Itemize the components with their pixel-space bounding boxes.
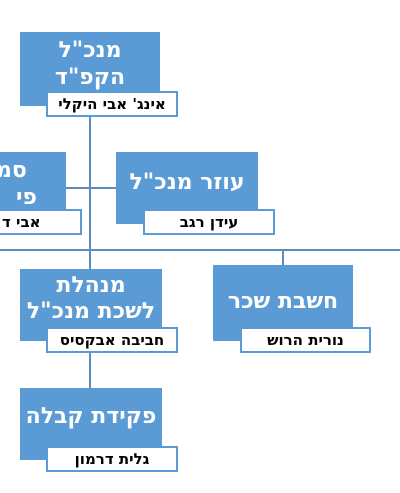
- connector-ceo-vertical: [89, 105, 91, 250]
- office-manager-title-line1: מנהלת: [56, 273, 126, 298]
- ceo-name: אינג' אבי היקלי: [46, 91, 178, 117]
- assistant-title: עוזר מנכ"ל: [129, 170, 245, 195]
- office-manager-name: חביבה אבקסיס: [46, 327, 178, 353]
- reception-name: גלית דרמון: [46, 446, 178, 472]
- connector-main-horizontal: [0, 249, 400, 251]
- ceo-title-line2: הקפ"ד: [54, 65, 126, 90]
- connector-payroll-drop: [282, 250, 284, 266]
- payroll-name: נורית הרוש: [240, 327, 371, 353]
- deputy-left-name: אבי ד: [0, 209, 82, 235]
- connector-office-manager-drop: [89, 250, 91, 270]
- reception-title: פקידת קבלה: [25, 404, 157, 429]
- connector-reception-vertical: [89, 350, 91, 388]
- assistant-name: עידן רגב: [143, 209, 275, 235]
- connector-assistant-horizontal: [64, 187, 118, 189]
- payroll-title: חשבת שכר: [227, 289, 339, 314]
- deputy-left-title-line1: סמ: [0, 158, 27, 183]
- office-manager-title-line2: לשכת מנכ"ל: [26, 299, 156, 324]
- ceo-title-line1: מנכ"ל: [58, 38, 122, 63]
- deputy-left-title-line2: פי: [16, 185, 37, 210]
